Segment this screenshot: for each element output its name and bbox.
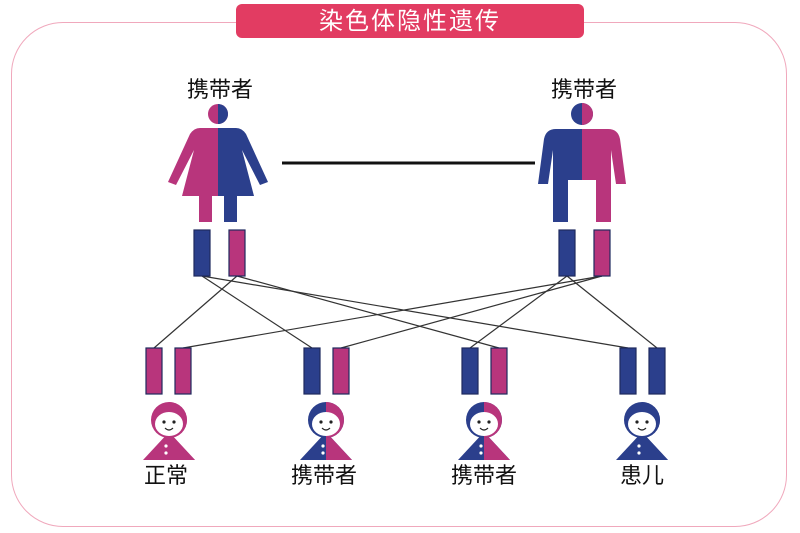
child-label-4: 患儿 [619,464,664,489]
child-figure-icon [300,402,352,460]
parent-label-father: 携带者 [550,78,617,103]
parent-allele-bar [228,229,246,277]
child-label-2: 携带者 [290,464,357,489]
inheritance-lines [153,275,658,349]
inheritance-line [236,275,500,349]
child-allele-bar [490,347,508,395]
father-head-half [582,103,593,125]
child-allele-bar [332,347,350,395]
inheritance-line [469,275,568,349]
child-figure-icon [143,402,195,460]
child-allele-bar [648,347,666,395]
inheritance-line [340,275,603,349]
child-allele-bar [619,347,637,395]
child-allele-bar [303,347,321,395]
parent-allele-bar [558,229,576,277]
parent-label-mother: 携带者 [186,78,253,103]
child-figure-icon [458,402,510,460]
inheritance-line [182,275,603,349]
inheritance-line [201,275,313,349]
allele-bars [145,229,666,395]
inheritance-line [566,275,658,349]
inheritance-line [201,275,629,349]
mother-head-half [218,104,228,124]
child-label-1: 正常 [143,464,188,489]
child-figure-icon [616,402,668,460]
female-figure-icon [168,104,268,222]
parent-allele-bar [193,229,211,277]
male-figure-icon [538,103,626,222]
child-label-3: 携带者 [450,464,517,489]
child-faces [143,402,668,460]
child-allele-bar [145,347,163,395]
child-allele-bar [461,347,479,395]
inheritance-line [153,275,238,349]
child-allele-bar [174,347,192,395]
parent-allele-bar [593,229,611,277]
diagram-title: 染色体隐性遗传 [236,4,584,38]
